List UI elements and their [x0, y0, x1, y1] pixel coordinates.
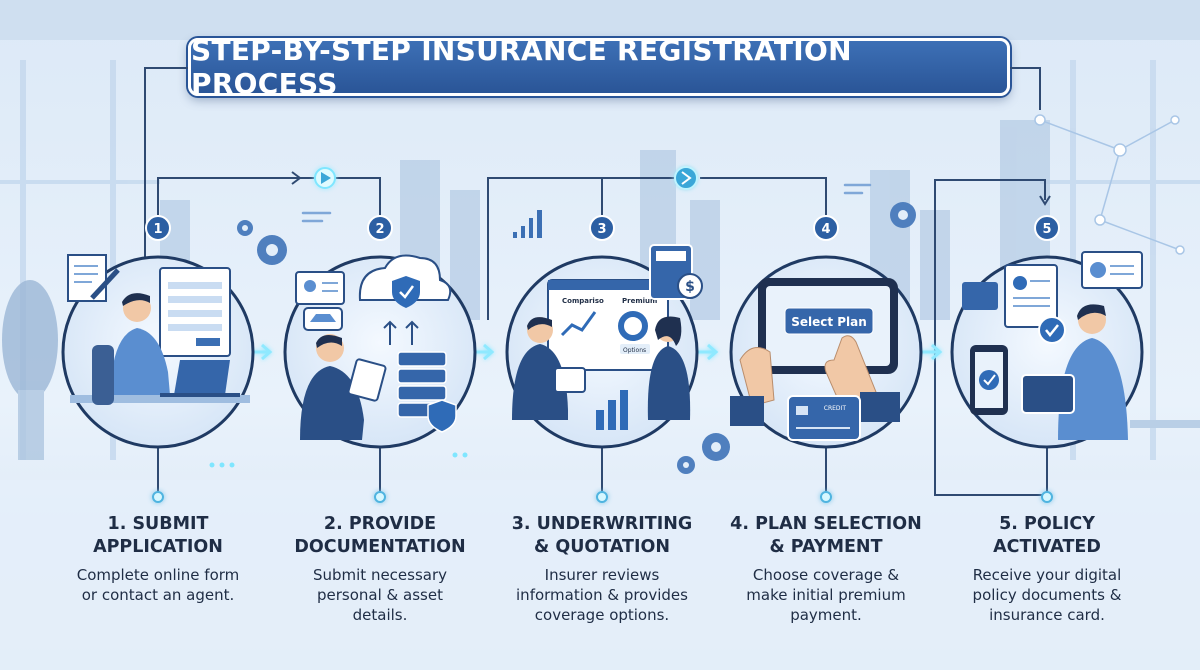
step-title: APPLICATION [93, 537, 223, 557]
title-banner: STEP-BY-STEP INSURANCE REGISTRATION PROC… [188, 34, 1010, 100]
step-badge-5: 5 [1034, 215, 1060, 241]
step-2-text: 2. PROVIDE DOCUMENTATION Submit necessar… [265, 513, 495, 625]
step-badge-3: 3 [589, 215, 615, 241]
step-title: 5. POLICY [999, 514, 1095, 534]
step-badge-number: 4 [821, 222, 830, 237]
step-5-text: 5. POLICY ACTIVATED Receive your digital… [932, 513, 1162, 625]
scene-policy-activated [962, 251, 1143, 440]
options-label: Options [623, 347, 646, 354]
step-title: 1. SUBMIT [107, 514, 209, 534]
step-description: details. [352, 606, 408, 624]
credit-card-icon [787, 395, 861, 441]
step-title: DOCUMENTATION [294, 537, 466, 557]
bar-chart-icon [513, 210, 542, 238]
step-title: & QUOTATION [533, 537, 671, 557]
step-description: Choose coverage & [752, 566, 900, 584]
page-title: STEP-BY-STEP INSURANCE REGISTRATION PROC… [191, 34, 852, 100]
step-badges: 1 2 3 4 5 [145, 215, 1060, 241]
gear-icon [677, 202, 916, 474]
step-title: 3. UNDERWRITING [511, 514, 693, 534]
step-description: or contact an agent. [81, 586, 235, 604]
step-title: & PAYMENT [769, 537, 883, 557]
step-description: insurance card. [989, 606, 1105, 624]
step-description: payment. [790, 606, 862, 624]
comparison-label: Compariso [562, 297, 604, 305]
svg-text:$: $ [685, 279, 695, 295]
step-badge-number: 2 [375, 222, 384, 237]
step-description: coverage options. [534, 606, 670, 624]
step-title: ACTIVATED [993, 537, 1101, 557]
folder-icon [962, 282, 998, 310]
step-title: 2. PROVIDE [323, 514, 437, 534]
connector-lines [144, 67, 1051, 496]
step-badge-2: 2 [367, 215, 393, 241]
select-plan-button [784, 307, 874, 335]
step-description: information & provides [516, 586, 688, 604]
shield-icon [427, 399, 457, 433]
step-badge-number: 5 [1042, 222, 1051, 237]
premium-label: Premium [622, 297, 657, 305]
step-badge-number: 1 [153, 222, 162, 237]
scene-submit-application [67, 254, 250, 405]
step-description: personal & asset [317, 586, 443, 604]
credit-label: CREDIT [824, 405, 847, 412]
scene-provide-documentation [295, 254, 457, 440]
step-description: Complete online form [76, 566, 240, 584]
step-description: Insurer reviews [544, 566, 660, 584]
step-badge-1: 1 [145, 215, 171, 241]
step-4-text: 4. PLAN SELECTION & PAYMENT Choose cover… [711, 513, 941, 625]
scene-underwriting: Compariso Premium Options $ [512, 244, 703, 430]
network-graph [1034, 114, 1185, 255]
step-description: policy documents & [972, 586, 1122, 604]
step-description: Submit necessary [312, 566, 448, 584]
select-plan-label: Select Plan [791, 315, 867, 329]
step-badge-number: 3 [597, 222, 606, 237]
shield-icon [392, 276, 420, 308]
step-title: 4. PLAN SELECTION [730, 514, 922, 534]
step-description: make initial premium [746, 586, 906, 604]
check-icon [1038, 316, 1066, 344]
step-badge-4: 4 [813, 215, 839, 241]
step-1-text: 1. SUBMIT APPLICATION Complete online fo… [43, 513, 273, 605]
dollar-icon [677, 273, 703, 299]
scene-plan-selection: Select Plan CREDIT [730, 278, 900, 441]
glow-next-icon [674, 166, 698, 190]
step-3-text: 3. UNDERWRITING & QUOTATION Insurer revi… [487, 513, 717, 625]
step-description: Receive your digital [972, 566, 1122, 584]
gear-icon [237, 220, 287, 265]
